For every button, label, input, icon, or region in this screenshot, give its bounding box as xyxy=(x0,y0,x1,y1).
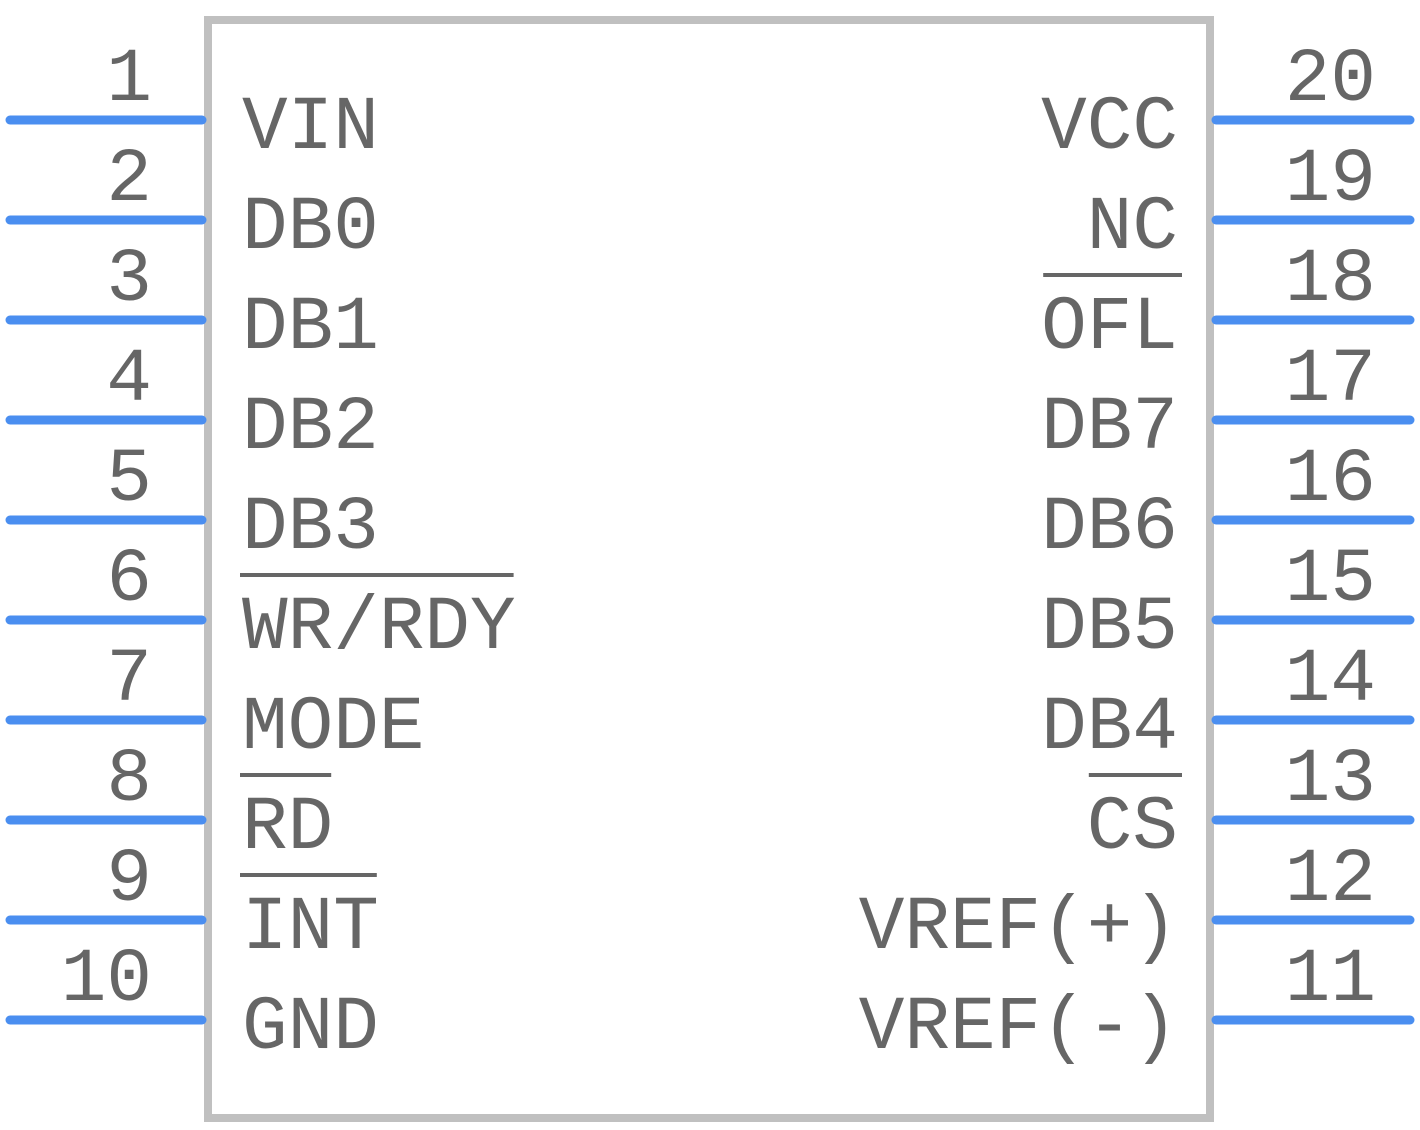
pin-name-nc: NC xyxy=(1087,185,1178,271)
pin-number-12: 12 xyxy=(1285,837,1376,923)
pin-number-8: 8 xyxy=(106,737,152,823)
pin-number-10: 10 xyxy=(61,937,152,1023)
pin-name-db2: DB2 xyxy=(242,385,379,471)
pin-number-20: 20 xyxy=(1285,37,1376,123)
pin-name-db6: DB6 xyxy=(1041,485,1178,571)
pin-number-6: 6 xyxy=(106,537,152,623)
component-body xyxy=(204,16,1214,1122)
pin-number-15: 15 xyxy=(1285,537,1376,623)
pin-number-3: 3 xyxy=(106,237,152,323)
pin-name-vcc: VCC xyxy=(1041,85,1178,171)
pin-name-vref: VREF(+) xyxy=(859,885,1178,971)
pin-name-db4: DB4 xyxy=(1041,685,1178,771)
pin-number-9: 9 xyxy=(106,837,152,923)
pin-number-16: 16 xyxy=(1285,437,1376,523)
pin-number-14: 14 xyxy=(1285,637,1376,723)
pin-name-cs: CS xyxy=(1087,785,1178,871)
pin-name-gnd: GND xyxy=(242,985,379,1071)
pin-name-db5: DB5 xyxy=(1041,585,1178,671)
pin-name-ofl: OFL xyxy=(1041,285,1178,371)
pin-number-5: 5 xyxy=(106,437,152,523)
pin-name-wr-rdy: WR/RDY xyxy=(242,585,516,671)
pin-number-13: 13 xyxy=(1285,737,1376,823)
pin-number-11: 11 xyxy=(1285,937,1376,1023)
pin-number-7: 7 xyxy=(106,637,152,723)
pin-number-4: 4 xyxy=(106,337,152,423)
pin-number-1: 1 xyxy=(106,37,152,123)
pin-number-17: 17 xyxy=(1285,337,1376,423)
pin-name-db7: DB7 xyxy=(1041,385,1178,471)
pin-name-vin: VIN xyxy=(242,85,379,171)
pin-name-db3: DB3 xyxy=(242,485,379,571)
pin-name-int: INT xyxy=(242,885,379,971)
pin-name-vref: VREF(-) xyxy=(859,985,1178,1071)
pin-number-18: 18 xyxy=(1285,237,1376,323)
pin-name-db0: DB0 xyxy=(242,185,379,271)
pin-number-2: 2 xyxy=(106,137,152,223)
pin-name-rd: RD xyxy=(242,785,333,871)
pin-number-19: 19 xyxy=(1285,137,1376,223)
pin-name-mode: MODE xyxy=(242,685,424,771)
pin-name-db1: DB1 xyxy=(242,285,379,371)
